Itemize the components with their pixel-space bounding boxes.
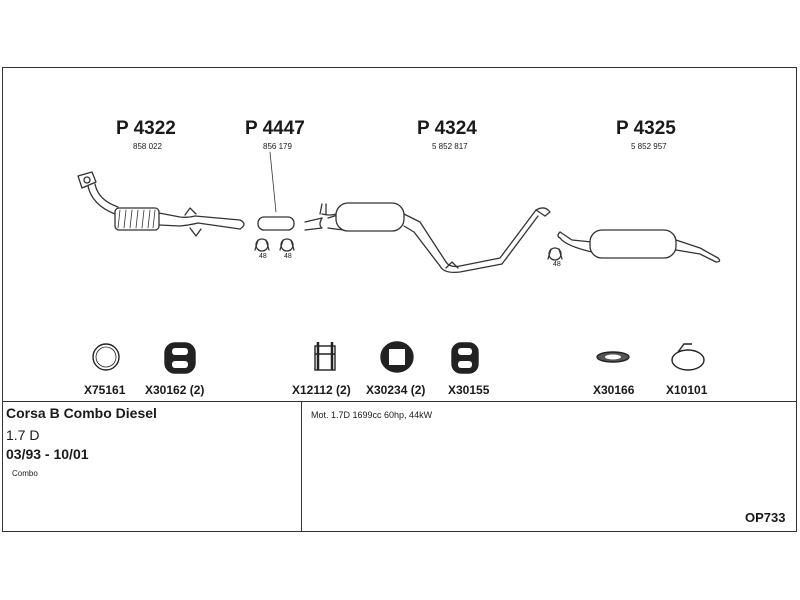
- front-pipe-p4322[interactable]: [77, 171, 245, 237]
- part-ref-p4324: 5 852 817: [432, 142, 468, 151]
- vehicle-model: Corsa B Combo Diesel: [6, 405, 157, 421]
- accessory-code-x75161[interactable]: X75161: [84, 383, 126, 397]
- vehicle-body: Combo: [12, 469, 38, 478]
- u-bolt-clamp-icon[interactable]: [314, 342, 336, 371]
- part-ref-p4322: 858 022: [133, 142, 162, 151]
- diagram-frame: [2, 67, 797, 532]
- part-number-p4325[interactable]: P 4325: [616, 118, 676, 139]
- vehicle-engine: 1.7 D: [6, 427, 40, 443]
- accessory-code-x12112[interactable]: X12112 (2): [292, 383, 351, 397]
- clamp-size-label: 48: [284, 253, 292, 260]
- sheet-code: OP733: [745, 510, 786, 525]
- accessory-code-x10101[interactable]: X10101: [666, 383, 708, 397]
- part-number-p4447[interactable]: P 4447: [245, 118, 305, 139]
- accessory-code-x30155[interactable]: X30155: [448, 383, 490, 397]
- round-mount-icon[interactable]: [380, 341, 414, 373]
- middle-silencer-p4324[interactable]: [304, 202, 551, 274]
- clamp-icon[interactable]: [279, 238, 295, 252]
- spring-clip-icon[interactable]: [671, 343, 705, 371]
- vehicle-years: 03/93 - 10/01: [6, 446, 89, 462]
- clamp-size-label: 48: [259, 253, 267, 260]
- rubber-hanger-icon[interactable]: [451, 342, 479, 374]
- clamp-size-label: 48: [553, 261, 561, 268]
- info-divider: [2, 401, 797, 402]
- rear-silencer-p4325[interactable]: [557, 229, 721, 263]
- flat-gasket-icon[interactable]: [596, 351, 630, 363]
- clamp-icon[interactable]: [547, 247, 563, 261]
- accessory-code-x30166[interactable]: X30166: [593, 383, 635, 397]
- connector-pipe-p4447[interactable]: [257, 151, 295, 231]
- accessory-code-x30234[interactable]: X30234 (2): [366, 383, 426, 397]
- part-number-p4322[interactable]: P 4322: [116, 118, 176, 139]
- part-ref-p4447: 856 179: [263, 142, 292, 151]
- info-column-divider: [301, 401, 302, 532]
- motor-spec: Mot. 1.7D 1699cc 60hp, 44kW: [311, 410, 433, 420]
- rubber-hanger-icon[interactable]: [164, 342, 196, 374]
- part-number-p4324[interactable]: P 4324: [417, 118, 477, 139]
- clamp-icon[interactable]: [254, 238, 270, 252]
- part-ref-p4325: 5 852 957: [631, 142, 667, 151]
- accessory-code-x30162[interactable]: X30162 (2): [145, 383, 205, 397]
- ring-gasket-icon[interactable]: [92, 343, 120, 371]
